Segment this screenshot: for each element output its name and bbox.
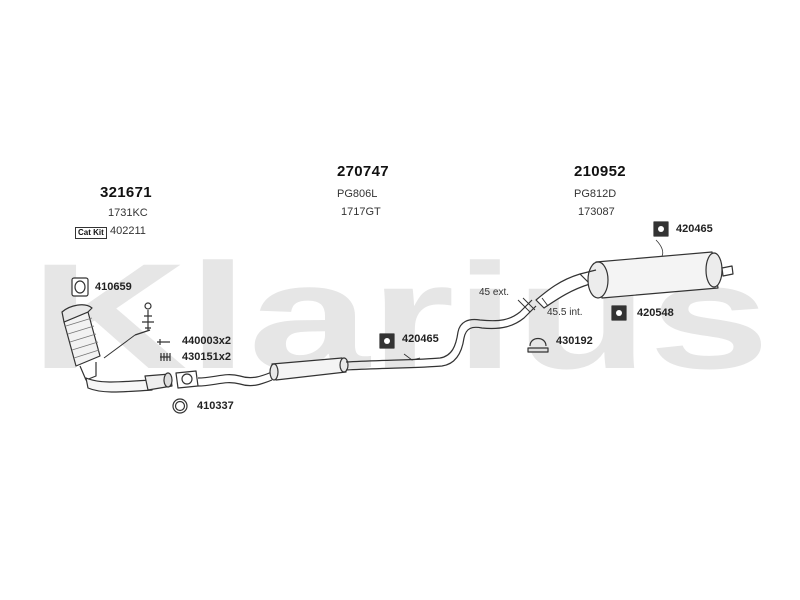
- code-mount-rear-bottom: 420548: [637, 307, 674, 319]
- code-mount-rear-top: 420465: [676, 223, 713, 235]
- code-gasket-top: 410659: [95, 281, 132, 293]
- dim-ext: 45 ext.: [479, 287, 510, 298]
- rubber-mount-rear-top-icon: [653, 221, 669, 237]
- part-number-middle: 270747: [337, 163, 389, 180]
- intermediate-pipe-icon: [345, 299, 537, 371]
- ref2-rear: 173087: [578, 206, 615, 218]
- front-pipe-icon: [197, 371, 273, 387]
- middle-silencer-icon: [269, 357, 349, 381]
- bolt-small-icon: [157, 339, 170, 345]
- part-number-front: 321671: [100, 184, 152, 201]
- gasket-icon: [71, 277, 89, 297]
- dim-int: 45.5 int.: [547, 307, 583, 318]
- ref-middle: PG806L: [337, 188, 378, 200]
- ring-icon: [172, 398, 188, 414]
- part-number-rear: 210952: [574, 163, 626, 180]
- catalytic-converter-icon: [61, 304, 173, 393]
- code-ring: 410337: [197, 400, 234, 412]
- bolt-icon: [142, 302, 154, 330]
- code-bolts: 440003x2: [182, 335, 231, 347]
- cat-kit-ref: 402211: [110, 225, 146, 237]
- spring-icon: [160, 353, 171, 361]
- dimension-marks: [517, 297, 549, 313]
- code-springs: 430151x2: [182, 351, 231, 363]
- ref2-middle: 1717GT: [341, 206, 381, 218]
- ref-rear: PG812D: [574, 188, 617, 200]
- clamp-icon: [527, 337, 549, 353]
- code-mount-mid: 420465: [402, 333, 439, 345]
- cat-kit-badge: Cat Kit: [75, 227, 107, 239]
- rubber-mount-rear-bottom-icon: [611, 305, 627, 321]
- ref-front: 1731KC: [108, 207, 148, 219]
- rubber-mount-mid-icon: [379, 333, 395, 349]
- rear-silencer-icon: [535, 239, 734, 309]
- flange-icon: [175, 370, 199, 389]
- code-clamp: 430192: [556, 335, 593, 347]
